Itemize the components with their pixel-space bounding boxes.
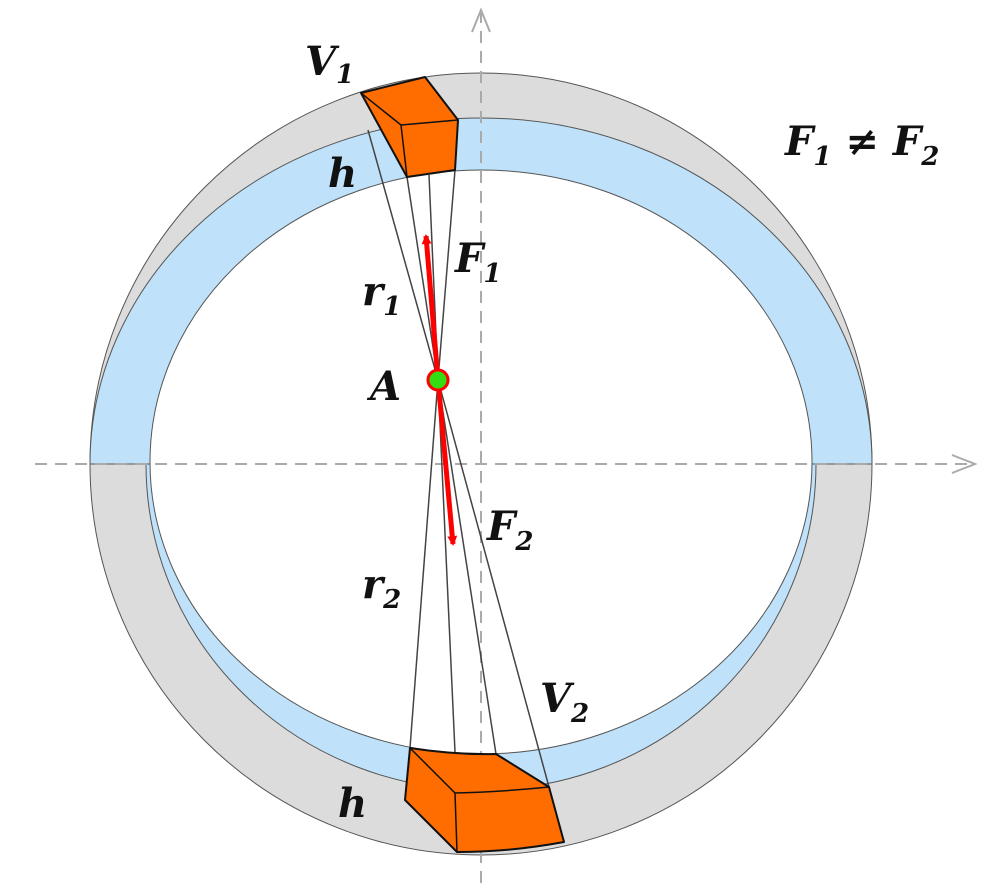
label-a: A: [366, 363, 401, 410]
point-a: [426, 368, 450, 392]
label-h-bottom: h: [338, 780, 367, 827]
volume-block-v1: [360, 76, 459, 178]
label-v1: V1: [305, 38, 354, 90]
label-r1: r1: [362, 268, 401, 322]
x-axis-arrow-icon: [951, 454, 978, 474]
y-axis-arrow-icon: [471, 7, 491, 33]
label-r2: r2: [362, 561, 401, 615]
inequality-f1-neq-f2: F1 ≠ F2: [784, 118, 939, 172]
volume-block-v2: [404, 747, 565, 853]
force-f1-arrow: [421, 234, 441, 381]
axes: [35, 7, 978, 883]
label-v2: V2: [540, 675, 589, 729]
label-f1: F1: [454, 235, 502, 289]
label-h-top: h: [328, 150, 357, 197]
label-f2: F2: [486, 503, 534, 557]
force-f2-arrow: [435, 379, 458, 546]
